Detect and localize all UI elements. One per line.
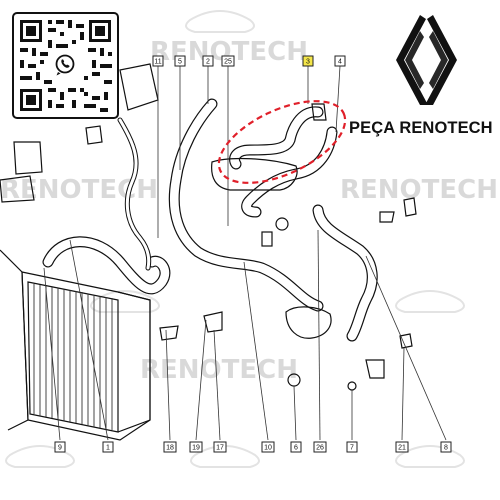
callout-label: 8 bbox=[444, 445, 448, 452]
callout-label: 11 bbox=[154, 59, 161, 66]
callout-label: 6 bbox=[294, 445, 298, 452]
callout-label: 9 bbox=[58, 445, 62, 452]
hose-highlighted bbox=[229, 103, 327, 170]
callout-19: 19 bbox=[189, 441, 203, 453]
hose-upper bbox=[168, 98, 324, 312]
watermark-bottom: RENOTECH bbox=[140, 355, 298, 385]
callout-label: 7 bbox=[350, 445, 354, 452]
watermark-car-silhouettes bbox=[5, 10, 465, 468]
callout-label: 5 bbox=[178, 59, 182, 66]
highlight-ellipse bbox=[217, 100, 347, 184]
callout-label: 18 bbox=[166, 445, 174, 452]
whatsapp-icon bbox=[54, 53, 76, 76]
callout-label: 4 bbox=[338, 59, 342, 66]
callout-2: 2 bbox=[202, 55, 214, 67]
renault-diamond-logo bbox=[396, 15, 457, 105]
callout-label: 26 bbox=[316, 445, 324, 452]
small-fittings bbox=[0, 63, 417, 391]
callout-3: 3 bbox=[302, 55, 314, 67]
callout-label: 17 bbox=[216, 445, 224, 452]
callout-5: 5 bbox=[174, 55, 186, 67]
callout-label: 21 bbox=[398, 445, 406, 452]
callout-25: 25 bbox=[221, 55, 235, 67]
callout-7: 7 bbox=[346, 441, 358, 453]
callout-1: 1 bbox=[102, 441, 114, 453]
brand-label: PEÇA RENOTECH bbox=[349, 119, 493, 137]
callout-26: 26 bbox=[313, 441, 327, 453]
callout-label: 1 bbox=[106, 445, 110, 452]
callout-label: 2 bbox=[206, 59, 210, 66]
callout-10: 10 bbox=[261, 441, 275, 453]
callout-8: 8 bbox=[440, 441, 452, 453]
callout-9: 9 bbox=[54, 441, 66, 453]
watermark-right: RENOTECH bbox=[340, 175, 498, 205]
hose-4 bbox=[241, 126, 338, 218]
thermostat-housing bbox=[211, 157, 332, 339]
pipe-thin bbox=[117, 117, 152, 271]
leader-lines bbox=[43, 65, 447, 441]
callout-label: 10 bbox=[264, 445, 272, 452]
callout-11: 11 bbox=[152, 55, 164, 67]
qr-code bbox=[12, 12, 119, 119]
hose-lower-radiator bbox=[42, 236, 171, 295]
callout-6: 6 bbox=[290, 441, 302, 453]
callout-label: 3 bbox=[306, 59, 310, 66]
callout-17: 17 bbox=[213, 441, 227, 453]
callout-4: 4 bbox=[334, 55, 346, 67]
callout-label: 25 bbox=[224, 59, 232, 66]
callout-label: 19 bbox=[192, 445, 200, 452]
callout-18: 18 bbox=[163, 441, 177, 453]
callout-21: 21 bbox=[395, 441, 409, 453]
hose-8 bbox=[312, 204, 378, 342]
